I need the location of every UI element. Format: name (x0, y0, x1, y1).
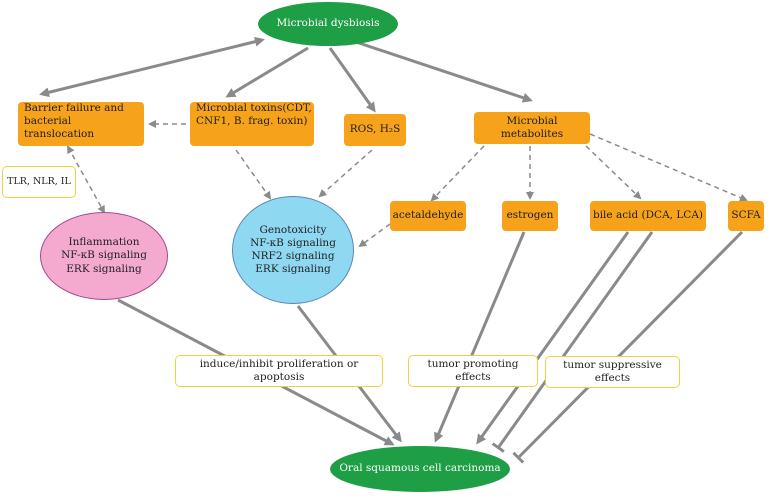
arrow-metabolites-acetaldehyde (430, 145, 485, 202)
node-induce-inhibit: induce/inhibit proliferation or apoptosi… (175, 355, 383, 387)
node-oscc: Oral squamous cell carcinoma (330, 446, 510, 492)
arrow-metabolites-bileacid (585, 145, 642, 200)
arrow-bileacid-oscc (476, 231, 630, 445)
arrow-barrier-inflammation (67, 145, 105, 214)
node-estrogen: estrogen (502, 201, 558, 231)
node-scfa: SCFA (728, 201, 764, 231)
node-microbial-metabolites: Microbial metabolites (474, 112, 590, 144)
node-tumor-promoting: tumor promoting effects (408, 355, 538, 387)
node-tlr-nlr-il: TLR, NLR, IL (2, 166, 76, 198)
arrow-estrogen-oscc (434, 231, 526, 443)
arrow-metabolites-scfa (589, 133, 748, 202)
arrow-dysbiosis-ros (328, 47, 376, 113)
node-ros-h2s: ROS, H₂S (344, 114, 406, 146)
node-acetaldehyde: acetaldehyde (390, 201, 466, 231)
node-microbial-toxins: Microbial toxins(CDT, CNF1, B. frag. tox… (190, 102, 314, 146)
arrow-toxins-genotoxicity (235, 149, 272, 200)
inhibit-bileacid-oscc (491, 231, 654, 453)
node-genotoxicity: Genotoxicity NF-κB signaling NRF2 signal… (232, 196, 354, 304)
arrow-dysbiosis-toxins (225, 46, 309, 98)
node-bile-acid: bile acid (DCA, LCA) (590, 201, 706, 231)
node-inflammation: Inflammation NF-κB signaling ERK signali… (40, 212, 168, 300)
arrow-acetaldehyde-genotoxicity (358, 223, 391, 248)
node-barrier-failure: Barrier failure and bacterial translocat… (18, 102, 144, 146)
arrow-ros-genotoxicity (318, 149, 373, 198)
arrow-dysbiosis-barrier (39, 36, 265, 98)
node-microbial-dysbiosis: Microbial dysbiosis (258, 2, 398, 46)
inhibit-scfa-oscc (512, 230, 744, 464)
node-tumor-suppressive: tumor suppressive effects (545, 356, 680, 388)
arrow-dysbiosis-metabolites (349, 38, 533, 103)
